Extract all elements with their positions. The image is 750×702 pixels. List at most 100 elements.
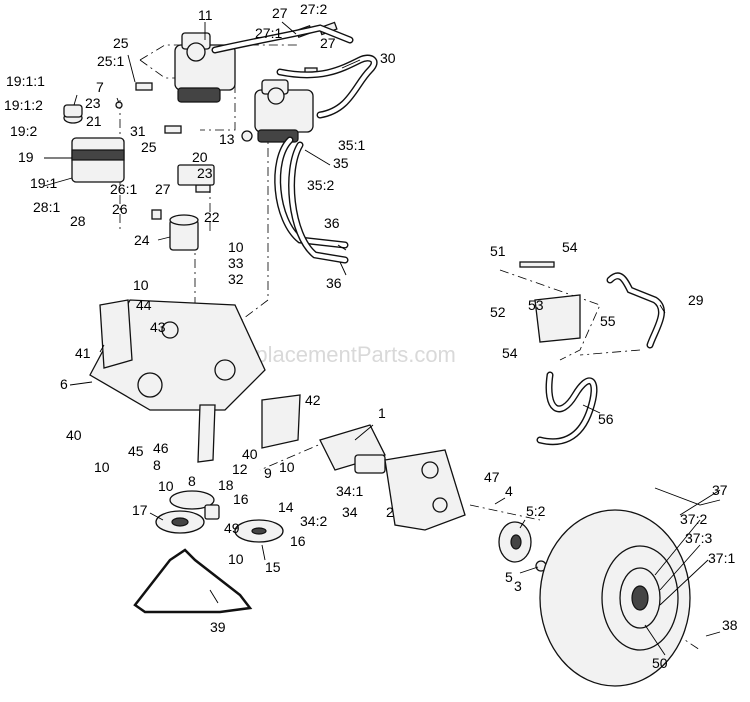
label-16: 16 xyxy=(233,491,249,507)
label-46: 46 xyxy=(153,440,169,456)
label-26-1: 26:1 xyxy=(110,181,137,197)
label-43: 43 xyxy=(150,319,166,335)
pulleys[interactable] xyxy=(155,490,284,543)
transaxle[interactable] xyxy=(319,424,466,531)
label-39: 39 xyxy=(210,619,226,635)
label-25: 25 xyxy=(113,35,129,51)
label-5: 5 xyxy=(505,569,513,585)
label-55: 55 xyxy=(600,313,616,329)
label-41: 41 xyxy=(75,345,91,361)
hydraulic-pump-upper[interactable] xyxy=(174,32,236,103)
hydraulic-hoses xyxy=(211,24,665,446)
label-40: 40 xyxy=(242,446,258,462)
tire[interactable] xyxy=(539,509,691,687)
label-17: 17 xyxy=(132,502,148,518)
label-35-2: 35:2 xyxy=(307,177,334,193)
label-28: 28 xyxy=(70,213,86,229)
oil-reservoir[interactable] xyxy=(63,104,125,183)
label-22: 22 xyxy=(204,209,220,225)
label-13: 13 xyxy=(219,131,235,147)
label-27-2: 27:2 xyxy=(300,1,327,17)
part-labels: 11 27 27:2 27:1 25 25:1 27 30 19:1:1 7 1… xyxy=(4,1,738,671)
label-42: 42 xyxy=(305,392,321,408)
hydraulic-pump-lower[interactable] xyxy=(254,79,314,143)
label-23: 23 xyxy=(85,95,101,111)
label-27: 27 xyxy=(155,181,171,197)
label-27: 27 xyxy=(272,5,288,21)
label-10: 10 xyxy=(133,277,149,293)
label-19: 19 xyxy=(18,149,34,165)
label-26: 26 xyxy=(112,201,128,217)
leader-lines xyxy=(43,21,721,656)
label-32: 32 xyxy=(228,271,244,287)
label-37: 37 xyxy=(712,482,728,498)
label-1: 1 xyxy=(378,405,386,421)
label-50: 50 xyxy=(652,655,668,671)
label-25-1: 25:1 xyxy=(97,53,124,69)
label-34: 34 xyxy=(342,504,358,520)
label-36: 36 xyxy=(326,275,342,291)
label-11: 11 xyxy=(198,7,213,23)
label-54: 54 xyxy=(502,345,518,361)
label-5-2: 5:2 xyxy=(526,503,546,519)
label-30: 30 xyxy=(380,50,396,66)
label-20: 20 xyxy=(192,149,208,165)
label-8: 8 xyxy=(153,457,161,473)
label-6: 6 xyxy=(60,376,68,392)
label-15: 15 xyxy=(265,559,281,575)
label-27-1: 27:1 xyxy=(255,25,282,41)
label-10: 10 xyxy=(279,459,295,475)
label-27: 27 xyxy=(320,35,336,51)
label-40: 40 xyxy=(66,427,82,443)
label-54: 54 xyxy=(562,239,578,255)
label-24: 24 xyxy=(134,232,150,248)
label-47: 47 xyxy=(484,469,500,485)
label-19-1-2: 19:1:2 xyxy=(4,97,43,113)
label-25: 25 xyxy=(141,139,157,155)
label-19-2: 19:2 xyxy=(10,123,37,139)
label-10: 10 xyxy=(228,239,244,255)
label-38: 38 xyxy=(722,617,738,633)
label-51: 51 xyxy=(490,243,506,259)
label-45: 45 xyxy=(128,443,144,459)
label-49: 49 xyxy=(224,520,240,536)
label-12: 12 xyxy=(232,461,248,477)
label-10: 10 xyxy=(158,478,174,494)
label-19-1: 19:1 xyxy=(30,175,57,191)
label-29: 29 xyxy=(688,292,704,308)
label-33: 33 xyxy=(228,255,244,271)
label-19-1-1: 19:1:1 xyxy=(6,73,45,89)
label-56: 56 xyxy=(598,411,614,427)
label-31: 31 xyxy=(130,123,146,139)
label-53: 53 xyxy=(528,297,544,313)
label-4: 4 xyxy=(505,483,513,499)
label-35: 35 xyxy=(333,155,349,171)
label-10: 10 xyxy=(228,551,244,567)
label-37-3: 37:3 xyxy=(685,530,712,546)
label-21: 21 xyxy=(86,113,102,129)
label-35-1: 35:1 xyxy=(338,137,365,153)
label-8: 8 xyxy=(188,473,196,489)
valve-bracket[interactable] xyxy=(519,261,581,343)
oil-filter[interactable] xyxy=(169,164,215,251)
label-34-1: 34:1 xyxy=(336,483,363,499)
label-2: 2 xyxy=(386,504,394,520)
label-28-1: 28:1 xyxy=(33,199,60,215)
label-52: 52 xyxy=(490,304,506,320)
label-10: 10 xyxy=(94,459,110,475)
label-36: 36 xyxy=(324,215,340,231)
label-16: 16 xyxy=(290,533,306,549)
wheel-hub[interactable] xyxy=(498,521,547,572)
label-9: 9 xyxy=(264,465,272,481)
label-34-2: 34:2 xyxy=(300,513,327,529)
label-23: 23 xyxy=(197,165,213,181)
mount-frame[interactable] xyxy=(89,299,301,463)
label-7: 7 xyxy=(96,79,104,95)
label-3: 3 xyxy=(514,578,522,594)
label-37-2: 37:2 xyxy=(680,511,707,527)
drive-belt xyxy=(133,548,253,614)
label-18: 18 xyxy=(218,477,234,493)
label-37-1: 37:1 xyxy=(708,550,735,566)
label-44: 44 xyxy=(136,297,152,313)
